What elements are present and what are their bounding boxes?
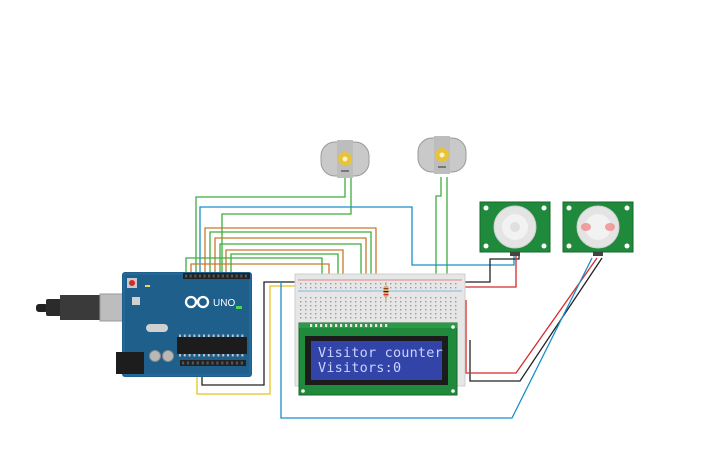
arduino-uno[interactable]: UNO [36,272,252,377]
lcd-screen [311,341,442,380]
pir-sensor-right[interactable] [562,201,634,256]
capacitor [162,350,174,362]
wire-red-pir-right[interactable] [465,257,598,374]
wire-green-right-motor[interactable] [435,177,442,280]
lcd-16x2[interactable]: Visitor counter Visitors:0 [298,322,458,396]
lcd-line-2: Visitors:0 [318,360,401,376]
wire-blue-pir-left[interactable] [199,206,515,273]
power-jack [116,352,144,374]
digital-header [183,273,250,279]
wire-green-motor-right[interactable] [221,178,352,273]
arduino-logo-icon [184,295,210,309]
wire-red-pir-left[interactable] [461,254,517,288]
arduino-model-label: UNO [213,298,235,309]
wire-yellow[interactable] [196,285,305,395]
wires [185,177,603,419]
resistor[interactable] [383,282,389,302]
usb-cable [36,293,127,322]
breadboard-holes [300,283,457,319]
dc-motor-left[interactable] [320,140,370,178]
pir-sensor-left[interactable] [479,201,551,256]
wire-blue-pir-right[interactable] [280,257,593,419]
wire-green-motor-left[interactable] [195,178,346,273]
dc-motor-right[interactable] [417,136,467,174]
lcd-line-1: Visitor counter [318,345,443,361]
capacitor [149,350,161,362]
wire-black-gnd[interactable] [201,281,300,386]
atmega-chip [177,337,247,354]
